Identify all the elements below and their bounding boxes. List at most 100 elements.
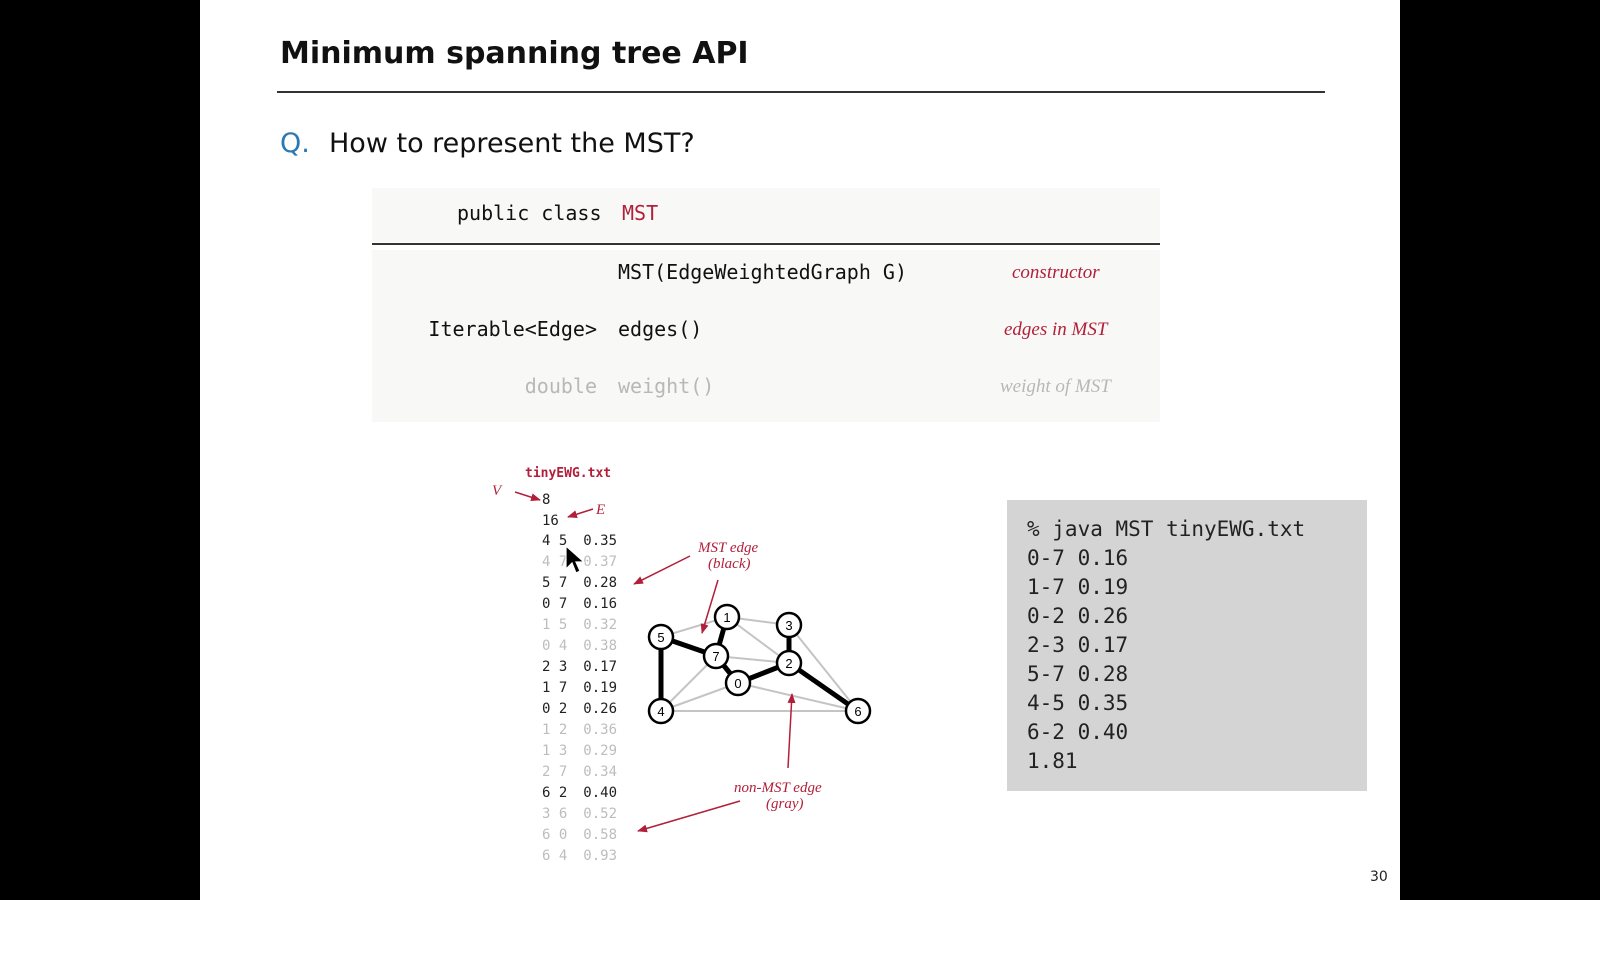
edge-weight: 0.26 [583,701,618,717]
non-mst-edge [737,682,859,712]
terminal-line: 1-7 0.19 [1027,575,1129,599]
left-letterbox [0,0,200,900]
mst-edge-arrow [700,579,719,634]
edge-endpoints: 0 2 [542,701,568,717]
edge-row: 4 5 0.35 [542,533,617,549]
mouse-cursor-icon [565,545,586,574]
edge-weight: 0.38 [583,638,618,654]
v-label-arrow [514,491,541,502]
terminal-line: 2-3 0.17 [1027,633,1129,657]
non-mst-edge-label: non-MST edge [734,780,822,796]
svg-text:7: 7 [712,649,719,664]
edge-endpoints: 1 3 [542,743,568,759]
api-header: public class MST [372,188,1160,242]
vertex-count: 8 [542,492,551,508]
api-description: weight of MST [1000,376,1111,397]
edge-weight: 0.28 [583,575,618,591]
edge-count: 16 [542,513,559,529]
edge-weight: 0.35 [583,533,618,549]
edge-weight: 0.29 [583,743,618,759]
edge-weight: 0.40 [583,785,618,801]
question-marker: Q. [280,128,310,159]
edge-endpoints: 4 7 [542,554,568,570]
terminal-line: 6-2 0.40 [1027,720,1129,744]
graph-vertex: 6 [844,697,872,725]
edge-endpoints: 2 3 [542,659,568,675]
api-row-constructor: MST(EdgeWeightedGraph G) constructor [372,260,1160,296]
api-signature: weight() [618,374,715,398]
terminal-line: 0-7 0.16 [1027,546,1129,570]
edge-endpoints: 1 7 [542,680,568,696]
non-mst-edge [660,682,739,712]
edge-row: 1 5 0.32 [542,617,617,633]
graph-vertex: 2 [775,649,803,677]
graph-vertex: 1 [713,603,741,631]
svg-text:2: 2 [785,656,792,671]
edge-row: 6 0 0.58 [542,827,617,843]
class-keyword: public class [457,201,602,225]
svg-text:6: 6 [854,704,861,719]
non-mst-edge-arrow [637,800,741,833]
label-e: E [596,502,606,518]
api-signature: edges() [618,317,703,341]
api-body: MST(EdgeWeightedGraph G) constructor Ite… [372,250,1160,422]
edge-weight: 0.93 [583,848,618,864]
edge-row: 1 2 0.36 [542,722,617,738]
edge-endpoints: 1 5 [542,617,568,633]
title-divider [277,91,1325,93]
edge-row: 2 3 0.17 [542,659,617,675]
edge-weight: 0.37 [583,554,618,570]
svg-text:5: 5 [657,630,664,645]
terminal-line: 0-2 0.26 [1027,604,1129,628]
graph-vertex: 7 [702,642,730,670]
page-number: 30 [1370,869,1388,885]
graph-vertex: 5 [647,623,675,651]
edge-endpoints: 4 5 [542,533,568,549]
edge-row: 6 2 0.40 [542,785,617,801]
edge-endpoints: 3 6 [542,806,568,822]
svg-text:0: 0 [734,676,741,691]
edge-weight: 0.58 [583,827,618,843]
svg-text:4: 4 [657,704,664,719]
edge-row: 5 7 0.28 [542,575,617,591]
api-description: edges in MST [1004,319,1108,340]
edge-endpoints: 6 0 [542,827,568,843]
mst-edge-label: MST edge [698,540,759,556]
svg-text:3: 3 [785,618,792,633]
mst-edge-arrow [633,555,691,585]
edge-row: 0 2 0.26 [542,701,617,717]
edge-endpoints: 6 2 [542,785,568,801]
graph-vertex: 3 [775,611,803,639]
slide-title: Minimum spanning tree API [280,36,749,71]
edge-endpoints: 0 7 [542,596,568,612]
class-name: MST [622,201,659,225]
edge-weight: 0.19 [583,680,618,696]
graph-diagram: 0 1 2 3 4 5 6 7 [514,491,872,833]
edge-weight: 0.36 [583,722,618,738]
non-mst-edge-label-sub: (gray) [766,796,804,812]
graph-vertex: 4 [647,697,675,725]
terminal-line: 4-5 0.35 [1027,691,1129,715]
edge-row: 4 7 0.37 [542,554,617,570]
edge-endpoints: 5 7 [542,575,568,591]
graph-vertex: 0 [724,669,752,697]
e-label-arrow [567,508,594,519]
svg-text:1: 1 [723,610,730,625]
label-v: V [492,483,502,499]
input-filename: tinyEWG.txt [525,466,612,481]
edge-endpoints: 1 2 [542,722,568,738]
edge-row: 1 7 0.19 [542,680,617,696]
api-divider [372,243,1160,245]
terminal-output: % java MST tinyEWG.txt 0-7 0.16 1-7 0.19… [1007,500,1367,791]
edge-weight: 0.32 [583,617,618,633]
edge-weight: 0.34 [583,764,618,780]
terminal-command: % java MST tinyEWG.txt [1027,517,1306,541]
terminal-total-weight: 1.81 [1027,749,1078,773]
question-text: How to represent the MST? [329,128,695,159]
edge-weight: 0.17 [583,659,618,675]
